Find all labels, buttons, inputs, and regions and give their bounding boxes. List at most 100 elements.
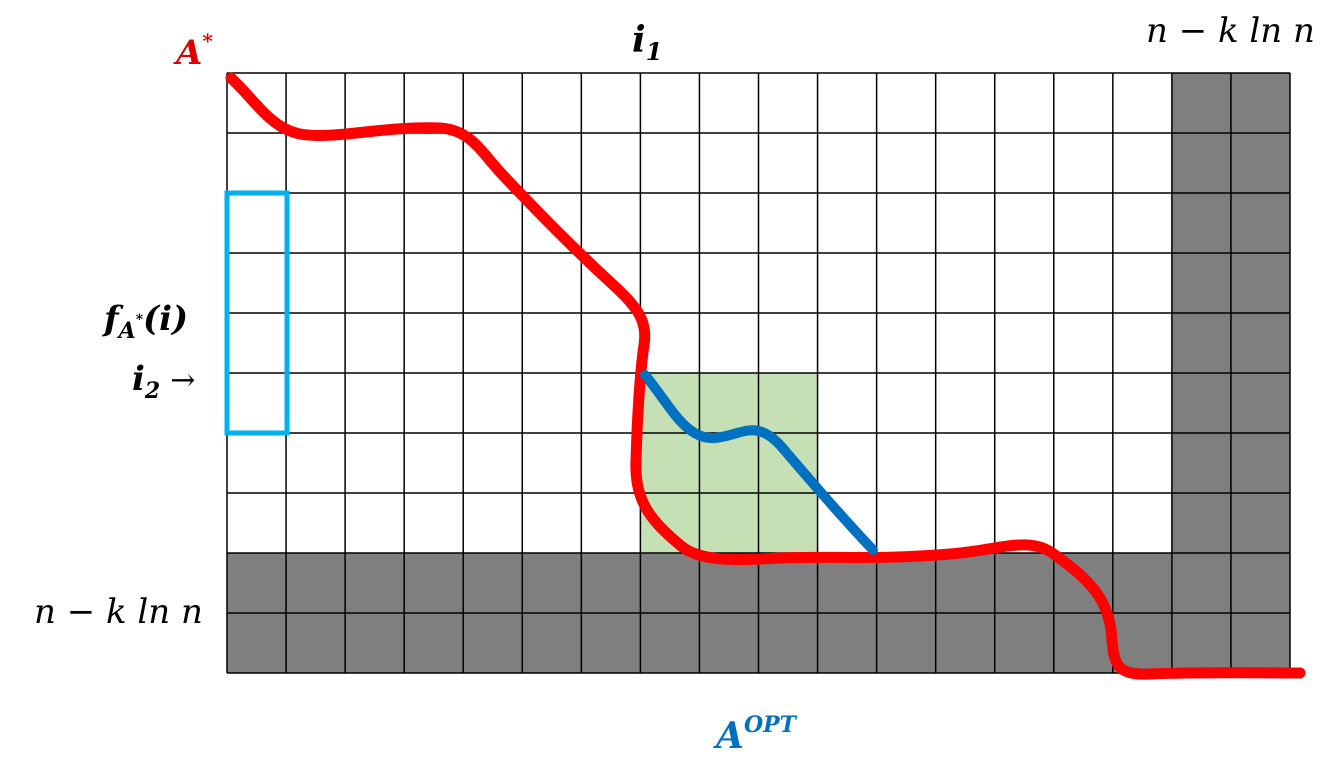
grid-cell — [994, 253, 1054, 313]
grid-cell — [876, 193, 936, 253]
grid-cell — [758, 493, 818, 553]
grid-cell — [286, 253, 346, 313]
a-opt-label: AOPT — [713, 712, 798, 757]
grid-cell — [817, 313, 877, 373]
grid-cell — [404, 133, 464, 193]
grid-cell — [758, 73, 818, 133]
grid-cell — [522, 613, 582, 673]
grid-cells — [227, 73, 1290, 673]
grid-cell — [817, 193, 877, 253]
grid-cell — [581, 193, 641, 253]
grid-cell — [404, 313, 464, 373]
f-a-star-label: fA*(i) — [102, 299, 188, 344]
grid-cell — [994, 73, 1054, 133]
grid-cell — [522, 433, 582, 493]
grid-cell — [699, 253, 759, 313]
grid-cell — [286, 493, 346, 553]
grid-cell — [522, 493, 582, 553]
grid-cell — [345, 613, 405, 673]
grid-cell — [522, 313, 582, 373]
grid-cell — [227, 373, 287, 433]
grid-cell — [1112, 253, 1172, 313]
grid-cell — [640, 433, 700, 493]
grid-cell — [876, 313, 936, 373]
grid-cell — [699, 73, 759, 133]
a-star-path — [225, 72, 1306, 680]
grid-cell — [699, 493, 759, 553]
grid-cell — [1053, 253, 1113, 313]
grid-cell — [935, 613, 995, 673]
grid-cell — [817, 373, 877, 433]
grid-cell — [1112, 73, 1172, 133]
grid-cell — [404, 553, 464, 613]
a-star-label: A* — [173, 29, 213, 73]
grid-cell — [345, 73, 405, 133]
grid-cell — [404, 253, 464, 313]
grid-cell — [758, 613, 818, 673]
grid-cell — [581, 313, 641, 373]
grid-cell — [699, 433, 759, 493]
grid-cell — [1112, 493, 1172, 553]
grid-cell — [994, 613, 1054, 673]
grid-cell — [286, 433, 346, 493]
grid-cell — [935, 193, 995, 253]
highlight-column-box — [224, 190, 290, 436]
grid-cell — [463, 313, 523, 373]
grid-cell — [1230, 433, 1290, 493]
grid-cell — [1171, 133, 1231, 193]
top-right-label: n − k ln n — [1146, 11, 1315, 51]
grid-cell — [463, 253, 523, 313]
grid-cell — [227, 613, 287, 673]
grid-cell — [1230, 313, 1290, 373]
i1-label: i1 — [632, 19, 662, 66]
grid-cell — [1171, 553, 1231, 613]
grid-cell — [1053, 373, 1113, 433]
grid-cell — [463, 373, 523, 433]
grid-cell — [1053, 73, 1113, 133]
grid-cell — [581, 493, 641, 553]
grid-cell — [1171, 313, 1231, 373]
grid-cell — [935, 133, 995, 193]
grid-cell — [640, 493, 700, 553]
grid-cell — [345, 493, 405, 553]
grid-cell — [817, 253, 877, 313]
grid-cell — [345, 313, 405, 373]
grid-cell — [463, 613, 523, 673]
i2-label: i2→ — [132, 359, 195, 404]
grid-cell — [227, 553, 287, 613]
grid-cell — [1230, 553, 1290, 613]
grid-cell — [640, 553, 700, 613]
grid-cell — [463, 433, 523, 493]
grid-cell — [404, 433, 464, 493]
grid-cell — [1053, 493, 1113, 553]
grid-cell — [876, 493, 936, 553]
bottom-left-label: n − k ln n — [34, 592, 203, 632]
grid-cell — [935, 313, 995, 373]
grid-cell — [758, 253, 818, 313]
grid-cell — [581, 73, 641, 133]
grid-cell — [1112, 193, 1172, 253]
grid-cell — [640, 613, 700, 673]
grid-cell — [286, 313, 346, 373]
grid-cell — [345, 553, 405, 613]
grid-cell — [876, 373, 936, 433]
grid-cell — [935, 253, 995, 313]
grid-cell — [876, 253, 936, 313]
grid-cell — [876, 613, 936, 673]
grid-cell — [286, 73, 346, 133]
grid-cell — [935, 433, 995, 493]
grid-cell — [1230, 373, 1290, 433]
grid-cell — [345, 133, 405, 193]
grid-cell — [1171, 493, 1231, 553]
grid-cell — [286, 133, 346, 193]
grid-cell — [1053, 133, 1113, 193]
grid-cell — [404, 373, 464, 433]
grid-cell — [286, 613, 346, 673]
grid-cell — [1112, 373, 1172, 433]
grid-cell — [758, 313, 818, 373]
grid-cell — [522, 373, 582, 433]
grid-cell — [581, 133, 641, 193]
grid-cell — [817, 133, 877, 193]
grid-cell — [404, 493, 464, 553]
grid-cell — [345, 193, 405, 253]
